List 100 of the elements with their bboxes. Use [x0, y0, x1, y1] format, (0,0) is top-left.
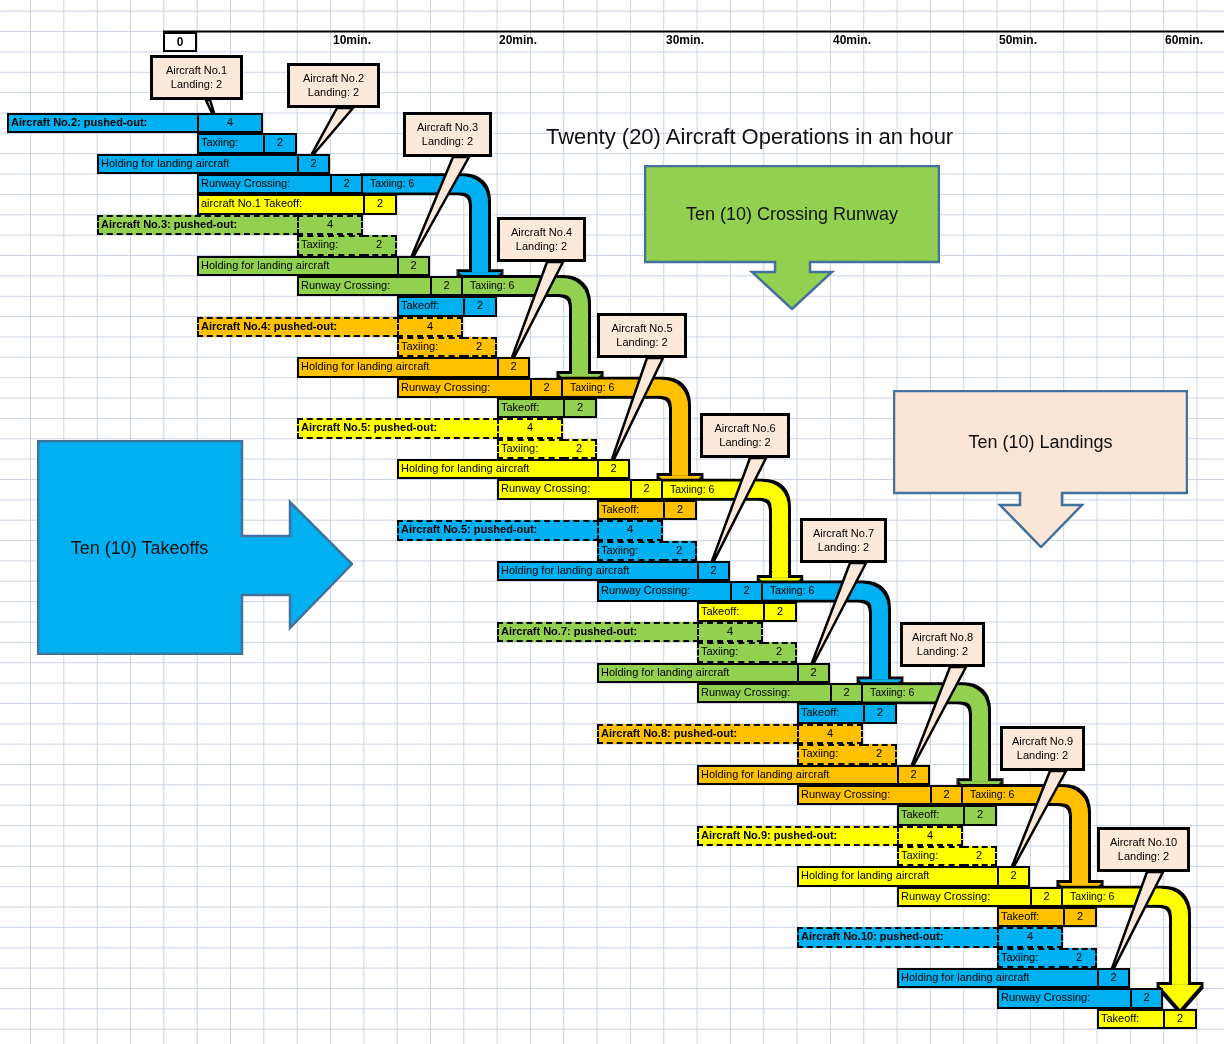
duration-value: 2: [263, 133, 297, 154]
phase-label: Aircraft No.7: pushed-out:: [497, 622, 699, 643]
callout-pointer: [410, 155, 471, 257]
duration-value: 2: [863, 703, 897, 724]
callout-box: Aircraft No.8 Landing: 2: [900, 622, 985, 667]
callout-pointer: [1010, 769, 1068, 868]
callout-pointer: [1110, 870, 1165, 970]
axis-tick-label: 40min.: [833, 31, 871, 49]
duration-value: 2: [1063, 947, 1097, 969]
axis-tick-label: 30min.: [666, 31, 704, 49]
duration-value: 2: [397, 255, 430, 276]
duration-value: 2: [863, 744, 897, 765]
taxiing-arrow: [463, 278, 601, 399]
taxiing-arrow: [863, 685, 1001, 806]
axis-tick-label: 60min.: [1165, 31, 1203, 49]
duration-value: 2: [963, 845, 997, 867]
phase-label: Runway Crossing:: [197, 174, 332, 195]
phase-label: aircraft No.1 Takeoff:: [197, 194, 365, 215]
duration-value: 2: [697, 560, 730, 582]
duration-value: 2: [663, 499, 697, 521]
duration-value: 2: [830, 683, 863, 704]
duration-value: 2: [330, 174, 363, 195]
duration-value: 2: [563, 398, 597, 419]
callout-box: Aircraft No.4 Landing: 2: [497, 217, 586, 262]
duration-value: 4: [697, 622, 763, 643]
phase-label: Holding for landing aircraft: [397, 459, 599, 480]
duration-value: 2: [797, 662, 830, 684]
phase-label: Runway Crossing:: [597, 581, 732, 602]
arrow-caption: Ten (10) Crossing Runway: [685, 203, 899, 224]
duration-value: 4: [997, 927, 1063, 948]
taxiing-arrow: [663, 481, 801, 602]
callout-pointer: [910, 665, 968, 766]
phase-label: Aircraft No.2: pushed-out:: [7, 113, 199, 134]
callout-box: Aircraft No.10 Landing: 2: [1097, 827, 1190, 872]
phase-label: Takeoff:: [797, 703, 865, 724]
axis-tick-label: 0: [163, 31, 197, 52]
edge-label: Taxiing: 6: [869, 686, 916, 700]
edge-label: Taxiing: 6: [769, 584, 816, 598]
taxiing-arrow: [363, 176, 501, 297]
phase-label: Aircraft No.5: pushed-out:: [297, 418, 499, 439]
duration-value: 2: [997, 866, 1030, 887]
callout-box: Aircraft No.3 Landing: 2: [403, 112, 492, 157]
phase-label: Runway Crossing:: [997, 988, 1132, 1009]
duration-value: 2: [1030, 886, 1063, 908]
phase-label: Taxiing:: [797, 744, 865, 765]
arrow-caption: Ten (10) Landings: [968, 431, 1113, 452]
phase-label: Holding for landing aircraft: [497, 560, 699, 582]
arrow-caption: Ten (10) Takeoffs: [70, 537, 209, 558]
phase-label: Taxiing:: [697, 642, 765, 663]
callout-pointer: [610, 356, 665, 461]
duration-value: 2: [897, 764, 930, 785]
callout-box: Aircraft No.1 Landing: 2: [150, 55, 243, 100]
callout-pointer: [810, 561, 868, 664]
phase-label: Taxiing:: [197, 133, 265, 154]
axis-tick-label: 50min.: [999, 31, 1037, 49]
phase-label: Takeoff:: [897, 805, 965, 826]
callout-box: Aircraft No.2 Landing: 2: [287, 63, 380, 108]
callout-box: Aircraft No.7 Landing: 2: [800, 518, 887, 563]
duration-value: 4: [497, 418, 563, 439]
duration-value: 2: [430, 275, 463, 297]
axis-tick-label: 20min.: [499, 31, 537, 49]
duration-value: 2: [663, 540, 697, 561]
phase-label: Holding for landing aircraft: [197, 255, 399, 276]
phase-label: Runway Crossing:: [497, 479, 632, 500]
callout-pointer: [710, 456, 768, 563]
edge-label: Taxiing: 6: [969, 788, 1016, 802]
duration-value: 2: [930, 784, 963, 806]
callout-pointer: [310, 106, 355, 155]
callout-pointer: [204, 98, 216, 115]
phase-label: Takeoff:: [397, 296, 465, 317]
callout-box: Aircraft No.9 Landing: 2: [1000, 726, 1085, 771]
duration-value: 2: [630, 479, 663, 500]
chart-title: Twenty (20) Aircraft Operations in an hour: [546, 124, 954, 150]
duration-value: 2: [763, 601, 797, 622]
duration-value: 4: [897, 825, 963, 846]
duration-value: 2: [297, 153, 330, 175]
callout-box: Aircraft No.6 Landing: 2: [700, 413, 790, 458]
duration-value: 2: [497, 357, 530, 378]
taxiing-arrow: [563, 379, 701, 500]
duration-value: 2: [730, 581, 763, 602]
duration-value: 2: [763, 642, 797, 663]
taxiing-arrow: [763, 583, 901, 704]
phase-label: Takeoff:: [497, 398, 565, 419]
taxiing-arrow: [963, 787, 1101, 908]
duration-value: 4: [197, 113, 263, 134]
phase-label: Holding for landing aircraft: [797, 866, 999, 887]
duration-value: 2: [463, 296, 497, 317]
duration-value: 4: [597, 520, 663, 541]
callout-pointer: [510, 260, 565, 359]
duration-value: 4: [297, 214, 363, 236]
phase-label: Runway Crossing:: [697, 683, 832, 704]
duration-value: 2: [963, 805, 997, 826]
taxiing-arrow: [1063, 888, 1201, 1009]
phase-label: Takeoff:: [997, 907, 1065, 928]
duration-value: 2: [597, 459, 630, 480]
duration-value: 2: [363, 235, 397, 256]
duration-value: 2: [1097, 968, 1130, 989]
callout-box: Aircraft No.5 Landing: 2: [597, 313, 687, 358]
duration-value: 2: [530, 377, 563, 399]
edge-label: Taxiing: 6: [369, 177, 416, 191]
